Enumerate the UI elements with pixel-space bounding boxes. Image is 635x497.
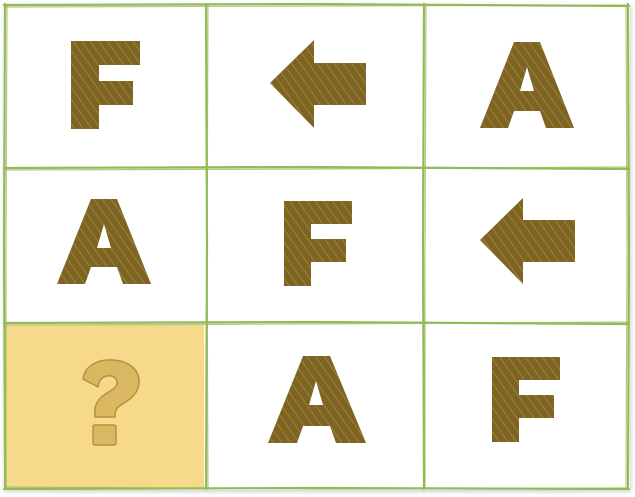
question-symbol-text: ? [104,482,105,484]
letter-f-glyph [492,357,560,442]
cell-r0-c2[interactable] [424,3,630,168]
cell-r2-c1[interactable] [206,323,424,490]
cell-r1-c1[interactable] [206,168,424,323]
left-arrow-icon [270,40,366,128]
cell-r2-c2[interactable] [424,323,630,490]
cell-r1-c0[interactable] [3,168,206,323]
letter-f-glyph [284,201,352,286]
left-arrow-icon [480,198,575,284]
cell-r0-c0[interactable]: F [3,3,206,168]
letter-a-glyph [57,199,151,284]
cell-r1-c2[interactable] [424,168,630,323]
letter-f-glyph: F [71,41,140,164]
letter-a-glyph [268,356,366,443]
question-mark-icon: ? [82,359,140,484]
cell-symbol-text: F [104,162,105,164]
cell-r0-c1[interactable] [206,3,424,168]
puzzle-grid: F [3,3,630,490]
cell-r2-c0-answer-slot[interactable]: ? [3,323,206,490]
letter-a-glyph [480,42,574,128]
